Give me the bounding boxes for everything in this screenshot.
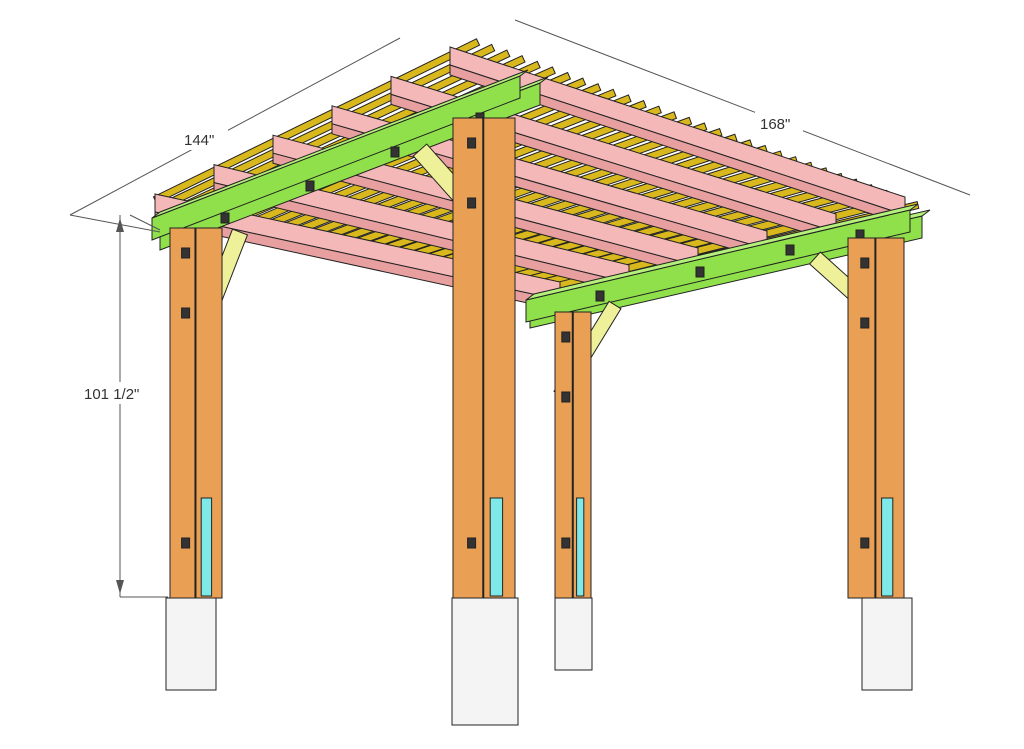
concrete-footing xyxy=(451,597,519,726)
bolt-icon xyxy=(467,137,477,149)
bolt-icon xyxy=(390,146,400,158)
bolt-icon xyxy=(860,317,870,329)
bolt-icon xyxy=(305,180,315,192)
bolt-icon xyxy=(181,247,191,259)
post-accent xyxy=(881,497,894,597)
bolt-icon xyxy=(785,244,795,256)
bolt-icon xyxy=(181,537,191,549)
bolt-icon xyxy=(561,391,571,403)
beam-top xyxy=(151,69,529,219)
post-accent xyxy=(489,497,504,597)
post-edge xyxy=(571,311,574,599)
posts xyxy=(165,117,913,726)
bolt-icon xyxy=(860,537,870,549)
bolt-icon xyxy=(220,212,230,224)
dimension-lines: 144" 168" 101 1/2" xyxy=(69,19,971,598)
post-edge xyxy=(482,117,485,599)
depth-dimension-label: 168" xyxy=(760,116,790,133)
bolt-icon xyxy=(860,257,870,269)
post-edge xyxy=(874,237,877,599)
bolt-icon xyxy=(561,537,571,549)
bolt-icon xyxy=(695,266,705,278)
beam-top xyxy=(525,203,919,301)
concrete-footing xyxy=(554,597,593,671)
post-accent xyxy=(200,497,213,597)
height-dimension-label: 101 1/2" xyxy=(84,386,139,403)
green-beams xyxy=(151,69,931,329)
bolt-icon xyxy=(467,197,477,209)
bolt-icon xyxy=(561,331,571,343)
bolt-icon xyxy=(181,307,191,319)
post-edge xyxy=(194,227,197,599)
concrete-footing xyxy=(861,597,913,691)
bolt-icon xyxy=(595,290,605,302)
concrete-footing xyxy=(165,597,217,691)
width-dimension-label: 144" xyxy=(184,132,214,149)
bolt-icon xyxy=(467,537,477,549)
post-accent xyxy=(576,497,585,597)
